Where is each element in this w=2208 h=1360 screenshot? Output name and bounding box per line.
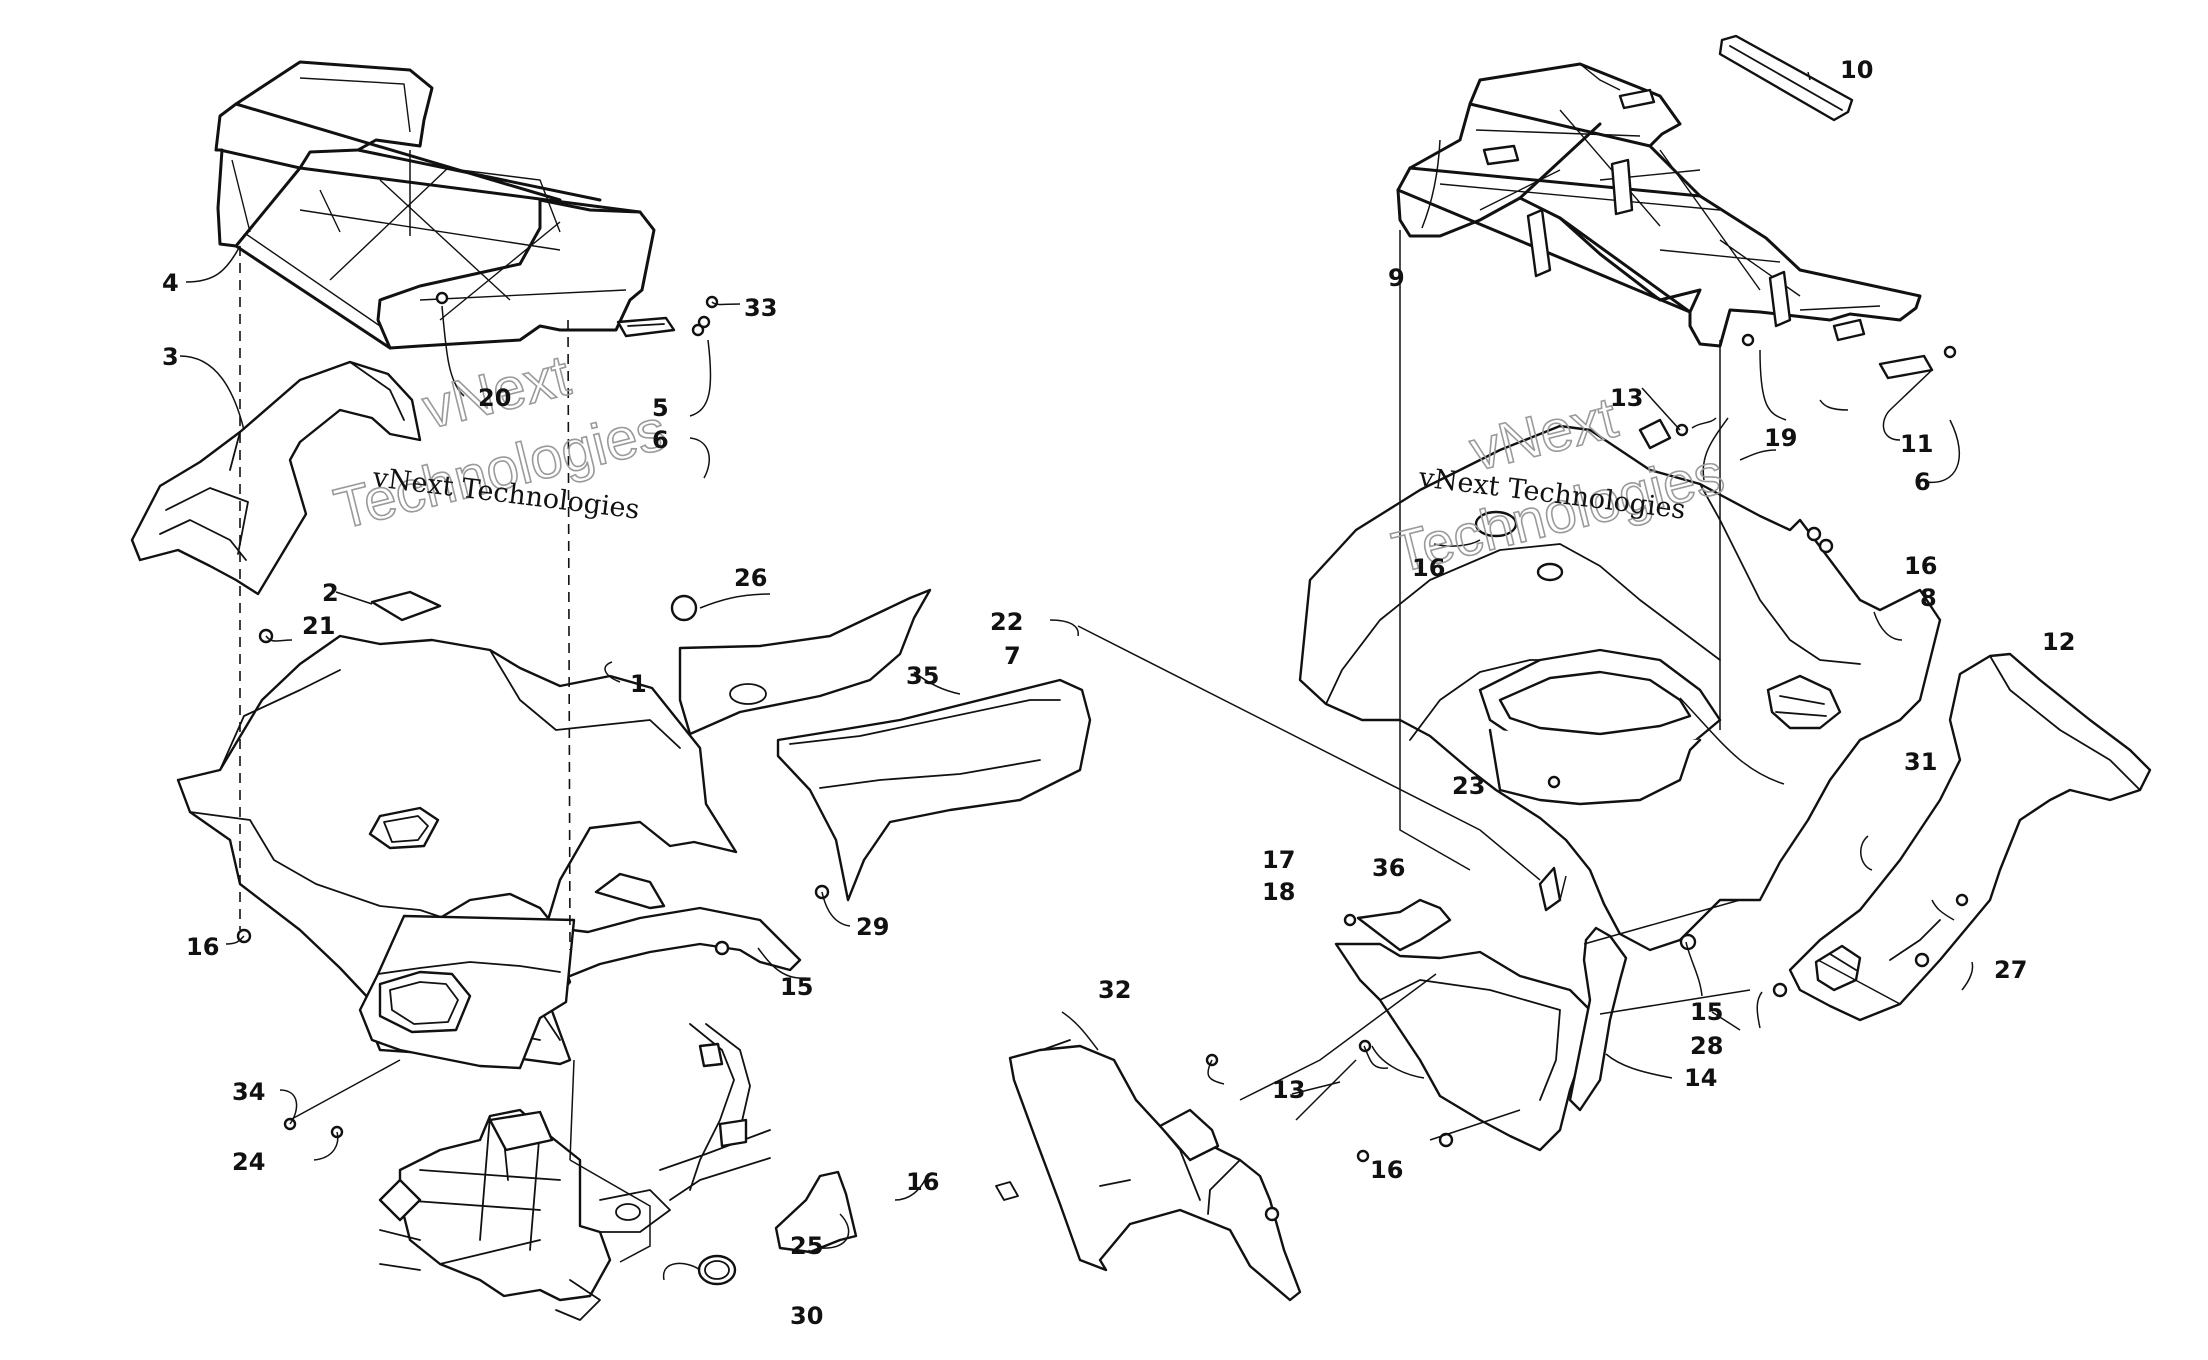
callout-27: 27 [1994, 956, 2027, 984]
callout-10: 10 [1840, 56, 1873, 84]
leader-lines [179, 71, 1974, 1281]
callout-26: 26 [734, 564, 767, 592]
callout-20: 20 [478, 384, 511, 412]
callout-7: 7 [1004, 642, 1021, 670]
callout-numbers: 4 3 33 20 5 6 2 21 26 22 7 35 1 16 29 15… [162, 56, 2075, 1330]
callout-21: 21 [302, 612, 335, 640]
callout-16-left: 16 [186, 933, 219, 961]
callout-16-center: 16 [906, 1168, 939, 1196]
callout-13-top: 13 [1610, 384, 1643, 412]
small-parts-right [1205, 538, 1969, 1222]
callout-36: 36 [1372, 854, 1405, 882]
callout-23: 23 [1452, 772, 1485, 800]
callout-1: 1 [630, 670, 647, 698]
right-mud-flap [1334, 898, 1628, 1152]
callout-16-bottom: 16 [1370, 1156, 1403, 1184]
callout-22: 22 [990, 608, 1023, 636]
callout-11: 11 [1900, 430, 1933, 458]
callout-16-right: 16 [1904, 552, 1937, 580]
callout-12: 12 [2042, 628, 2075, 656]
front-headlight-cover [358, 914, 576, 1070]
callout-24: 24 [232, 1148, 265, 1176]
callout-35: 35 [906, 662, 939, 690]
assembly-lines [239, 150, 1901, 1141]
callout-32: 32 [1098, 976, 1131, 1004]
callout-28: 28 [1690, 1032, 1723, 1060]
rear-body [1298, 418, 1942, 952]
callout-8: 8 [1920, 584, 1937, 612]
callout-9: 9 [1388, 264, 1405, 292]
left-splash-guard [1008, 1039, 1302, 1302]
callout-34: 34 [232, 1078, 265, 1106]
callout-16-mid: 16 [1412, 554, 1445, 582]
callout-14: 14 [1684, 1064, 1717, 1092]
callout-29: 29 [856, 913, 889, 941]
rear-fender-extension [1788, 652, 2152, 1022]
callout-30: 30 [790, 1302, 823, 1330]
callout-2: 2 [322, 579, 339, 607]
callout-3: 3 [162, 343, 179, 371]
callout-13-bottom: 13 [1272, 1076, 1305, 1104]
callout-25: 25 [790, 1232, 823, 1260]
callout-15-right: 15 [1690, 998, 1723, 1026]
callout-6-right: 6 [1914, 468, 1931, 496]
callout-6-left: 6 [652, 426, 669, 454]
front-fender-side-panel [130, 360, 422, 596]
callout-15-left: 15 [780, 973, 813, 1001]
callout-5: 5 [652, 394, 669, 422]
callout-31: 31 [1904, 748, 1937, 776]
callout-19: 19 [1764, 424, 1797, 452]
mounting-bracket [659, 1023, 1019, 1254]
frame-bracket [378, 1059, 671, 1321]
callout-33: 33 [744, 294, 777, 322]
callout-18: 18 [1262, 878, 1295, 906]
callout-17: 17 [1262, 846, 1295, 874]
rear-rack [1396, 34, 1957, 380]
callout-4: 4 [162, 269, 179, 297]
front-rack [214, 60, 656, 350]
side-trim-panels [678, 588, 1092, 902]
